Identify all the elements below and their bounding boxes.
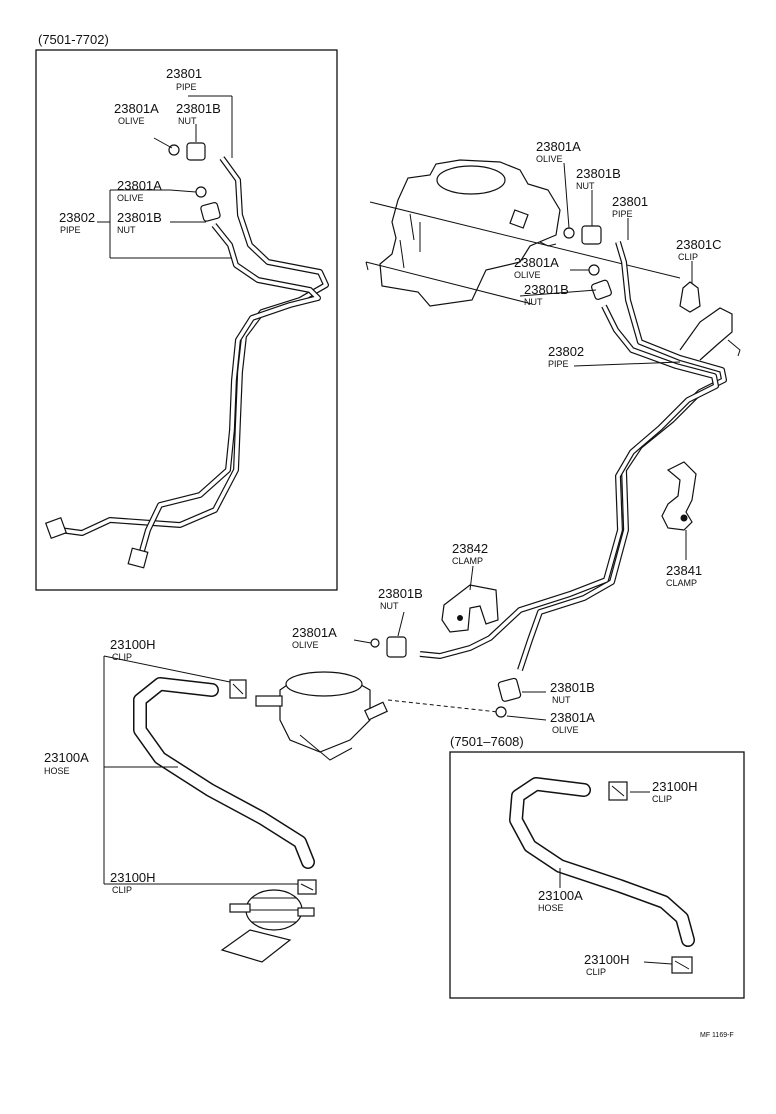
label-23801b: 23801B xyxy=(550,680,595,695)
label-23100a: 23100A xyxy=(44,750,89,765)
label-23801: 23801 xyxy=(166,66,202,81)
clamp-23842-icon xyxy=(441,584,499,633)
olive-icon xyxy=(563,227,575,239)
label-23801c: 23801C xyxy=(676,237,722,252)
label-23100h: 23100H xyxy=(584,952,630,967)
olive-icon xyxy=(168,144,180,156)
label-hose: HOSE xyxy=(538,903,564,913)
dashed-connector-line xyxy=(387,699,499,713)
label-clip: CLIP xyxy=(112,885,132,895)
label-hose: HOSE xyxy=(44,766,70,776)
pipe-end-fitting-icon xyxy=(127,547,149,569)
hose-23100a-icon xyxy=(134,678,314,868)
label-olive: OLIVE xyxy=(117,193,144,203)
inset-7501-7702: (7501-7702) xyxy=(35,32,338,591)
label-pipe: PIPE xyxy=(176,82,197,92)
clamp-23841-icon xyxy=(661,461,697,531)
label-clip: CLIP xyxy=(112,652,132,662)
label-nut: NUT xyxy=(576,181,595,191)
label-23802: 23802 xyxy=(548,344,584,359)
olive-icon xyxy=(370,638,380,648)
label-23100h: 23100H xyxy=(652,779,698,794)
label-23801: 23801 xyxy=(612,194,648,209)
label-23100a: 23100A xyxy=(538,888,583,903)
label-23842: 23842 xyxy=(452,541,488,556)
label-clip: CLIP xyxy=(586,967,606,977)
fuel-filter-icon xyxy=(220,889,315,963)
label-23801a: 23801A xyxy=(536,139,581,154)
label-pipe: PIPE xyxy=(60,225,81,235)
nut-icon xyxy=(581,225,602,245)
label-23801b: 23801B xyxy=(176,101,221,116)
label-clip: CLIP xyxy=(652,794,672,804)
nut-icon xyxy=(186,142,206,161)
olive-icon xyxy=(195,186,207,198)
inset-leader-lines xyxy=(559,791,673,965)
label-23801a: 23801A xyxy=(117,178,162,193)
label-clamp: CLAMP xyxy=(452,556,483,566)
main-assembly: 23801A OLIVE 23801B NUT 23801 PIPE 23801… xyxy=(255,139,741,761)
label-clip: CLIP xyxy=(678,252,698,262)
nut-icon xyxy=(386,636,407,658)
label-nut: NUT xyxy=(380,601,399,611)
label-pipe: PIPE xyxy=(548,359,569,369)
label-clamp: CLAMP xyxy=(666,578,697,588)
label-23801b: 23801B xyxy=(378,586,423,601)
label-23801a: 23801A xyxy=(292,625,337,640)
inset-frame xyxy=(35,49,338,591)
label-23100h: 23100H xyxy=(110,637,156,652)
hose-leader-lines xyxy=(103,655,298,885)
hose-23100a-icon xyxy=(510,778,694,946)
label-nut: NUT xyxy=(552,695,571,705)
label-nut: NUT xyxy=(524,297,543,307)
fuel-pump-icon xyxy=(255,671,388,761)
nut-icon xyxy=(200,202,221,222)
label-23801a: 23801A xyxy=(514,255,559,270)
label-olive: OLIVE xyxy=(552,725,579,735)
main-leader-lines xyxy=(353,162,693,721)
label-23801a: 23801A xyxy=(114,101,159,116)
clip-icon xyxy=(679,281,701,313)
label-23802: 23802 xyxy=(59,210,95,225)
label-23100h: 23100H xyxy=(110,870,156,885)
main-pipe-23802 xyxy=(419,304,719,659)
engine-carburetor-outline xyxy=(365,159,741,361)
olive-icon xyxy=(588,264,600,276)
inset-frame xyxy=(449,751,745,999)
label-23801b: 23801B xyxy=(576,166,621,181)
nut-icon xyxy=(590,279,612,301)
figure-code: MF 1169-F xyxy=(700,1032,734,1039)
olive-icon xyxy=(495,706,507,718)
hose-assembly: 23100H CLIP 23100A HOSE 23100H CLIP xyxy=(44,637,317,963)
label-olive: OLIVE xyxy=(118,116,145,126)
inset-pipe-23801 xyxy=(59,156,329,536)
label-23801b: 23801B xyxy=(117,210,162,225)
pipe-end-fitting-icon xyxy=(44,516,68,540)
inset-leader-lines xyxy=(97,95,233,259)
inset-range-label: (7501-7702) xyxy=(38,32,109,47)
inset-range-label: (7501–7608) xyxy=(450,734,524,749)
label-23841: 23841 xyxy=(666,563,702,578)
label-pipe: PIPE xyxy=(612,209,633,219)
label-olive: OLIVE xyxy=(292,640,319,650)
inset-pipe-23802 xyxy=(137,223,321,559)
nut-icon xyxy=(497,677,522,702)
label-nut: NUT xyxy=(117,225,136,235)
label-nut: NUT xyxy=(178,116,197,126)
label-23801a: 23801A xyxy=(550,710,595,725)
label-olive: OLIVE xyxy=(514,270,541,280)
label-23801b: 23801B xyxy=(524,282,569,297)
inset-7501-7608: (7501–7608) 23100H CLIP 23100A HOSE 2310… xyxy=(449,734,745,999)
label-olive: OLIVE xyxy=(536,154,563,164)
